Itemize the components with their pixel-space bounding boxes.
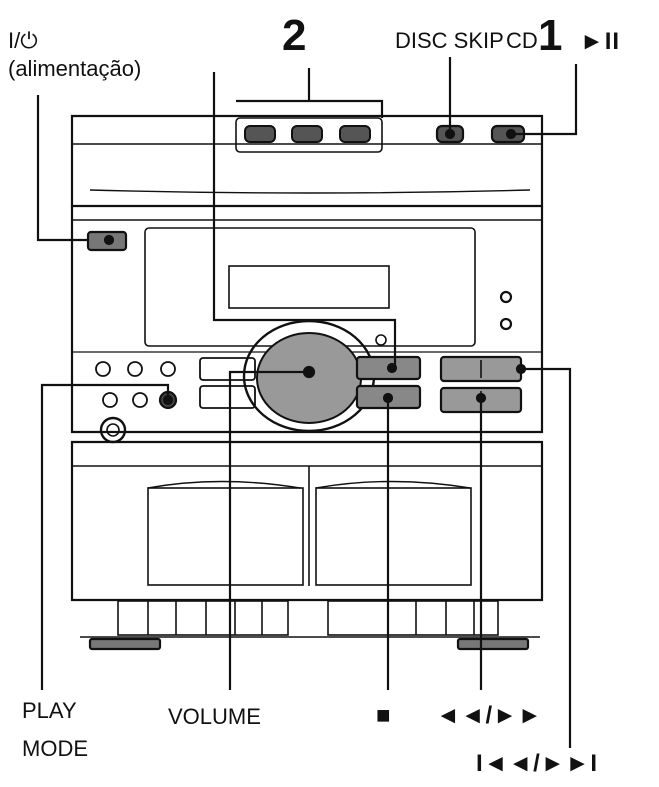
volume-label: VOLUME	[168, 704, 261, 729]
leader-lines	[36, 57, 578, 748]
power-label: (alimentação)	[8, 56, 142, 81]
play-mode-label-line1: PLAY	[22, 698, 77, 723]
disc-skip-label: DISC SKIP	[395, 28, 504, 53]
cassette-deck-section	[70, 440, 544, 602]
play-mode-leader-line	[40, 383, 170, 690]
play-mode-label-line2: MODE	[22, 736, 88, 761]
rew-ff-label: ◄◄/►►	[436, 702, 543, 729]
prev-next-label: I◄◄/►►I	[476, 750, 599, 777]
play-pause-leader-line	[511, 64, 578, 136]
right-foot	[456, 637, 530, 651]
step-1-label: 1	[538, 11, 563, 60]
volume-leader-line	[228, 370, 309, 690]
deck-transport-keys-left	[117, 600, 289, 636]
left-foot	[88, 637, 162, 651]
disc-select-buttons	[244, 125, 371, 143]
cd-label: CD	[506, 28, 538, 53]
prev-next-leader-line	[521, 367, 572, 748]
phones-jack	[99, 416, 127, 444]
stop-label: ■	[376, 702, 392, 729]
phones-jack-inner	[106, 423, 120, 437]
power-symbol-label: I/⏻	[8, 28, 38, 53]
step2-bracket	[236, 99, 384, 118]
power-leader-line	[36, 95, 88, 242]
step-2-label: 2	[282, 11, 307, 60]
deck-play-leader-line	[212, 72, 397, 368]
deck-transport-keys-right	[327, 600, 499, 636]
function-knobs	[95, 361, 176, 408]
tuner-buttons	[199, 357, 256, 409]
play-pause-label: ►II	[580, 28, 621, 55]
